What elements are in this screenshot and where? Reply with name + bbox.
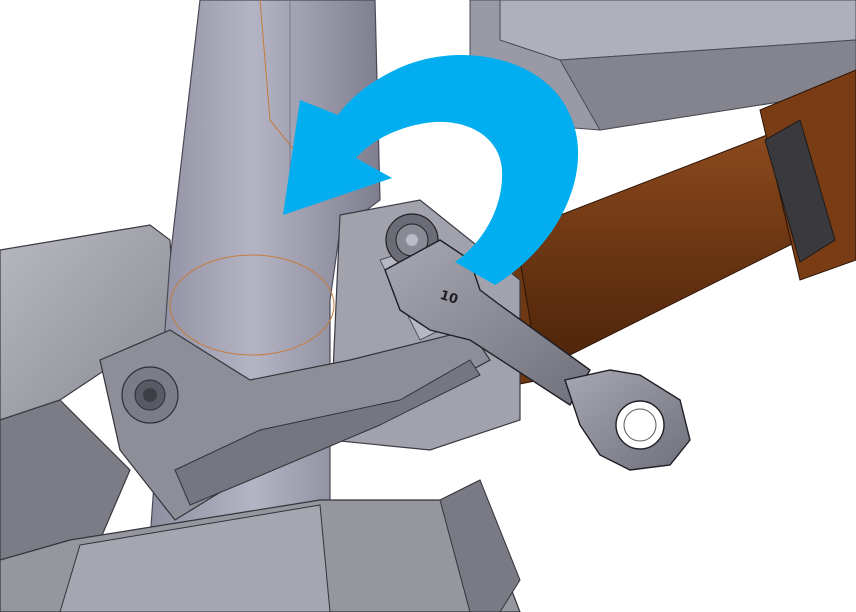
bottom-bracket-housing	[0, 479, 521, 612]
counterclockwise-arrow-icon	[283, 55, 579, 285]
frame-plate-left	[0, 224, 176, 561]
wrench-size-label: 10	[438, 288, 460, 308]
top-tube	[469, 0, 856, 131]
rocker-link	[99, 329, 491, 521]
pivot-bolt-left	[121, 366, 179, 424]
combination-wrench: 10	[384, 239, 691, 471]
